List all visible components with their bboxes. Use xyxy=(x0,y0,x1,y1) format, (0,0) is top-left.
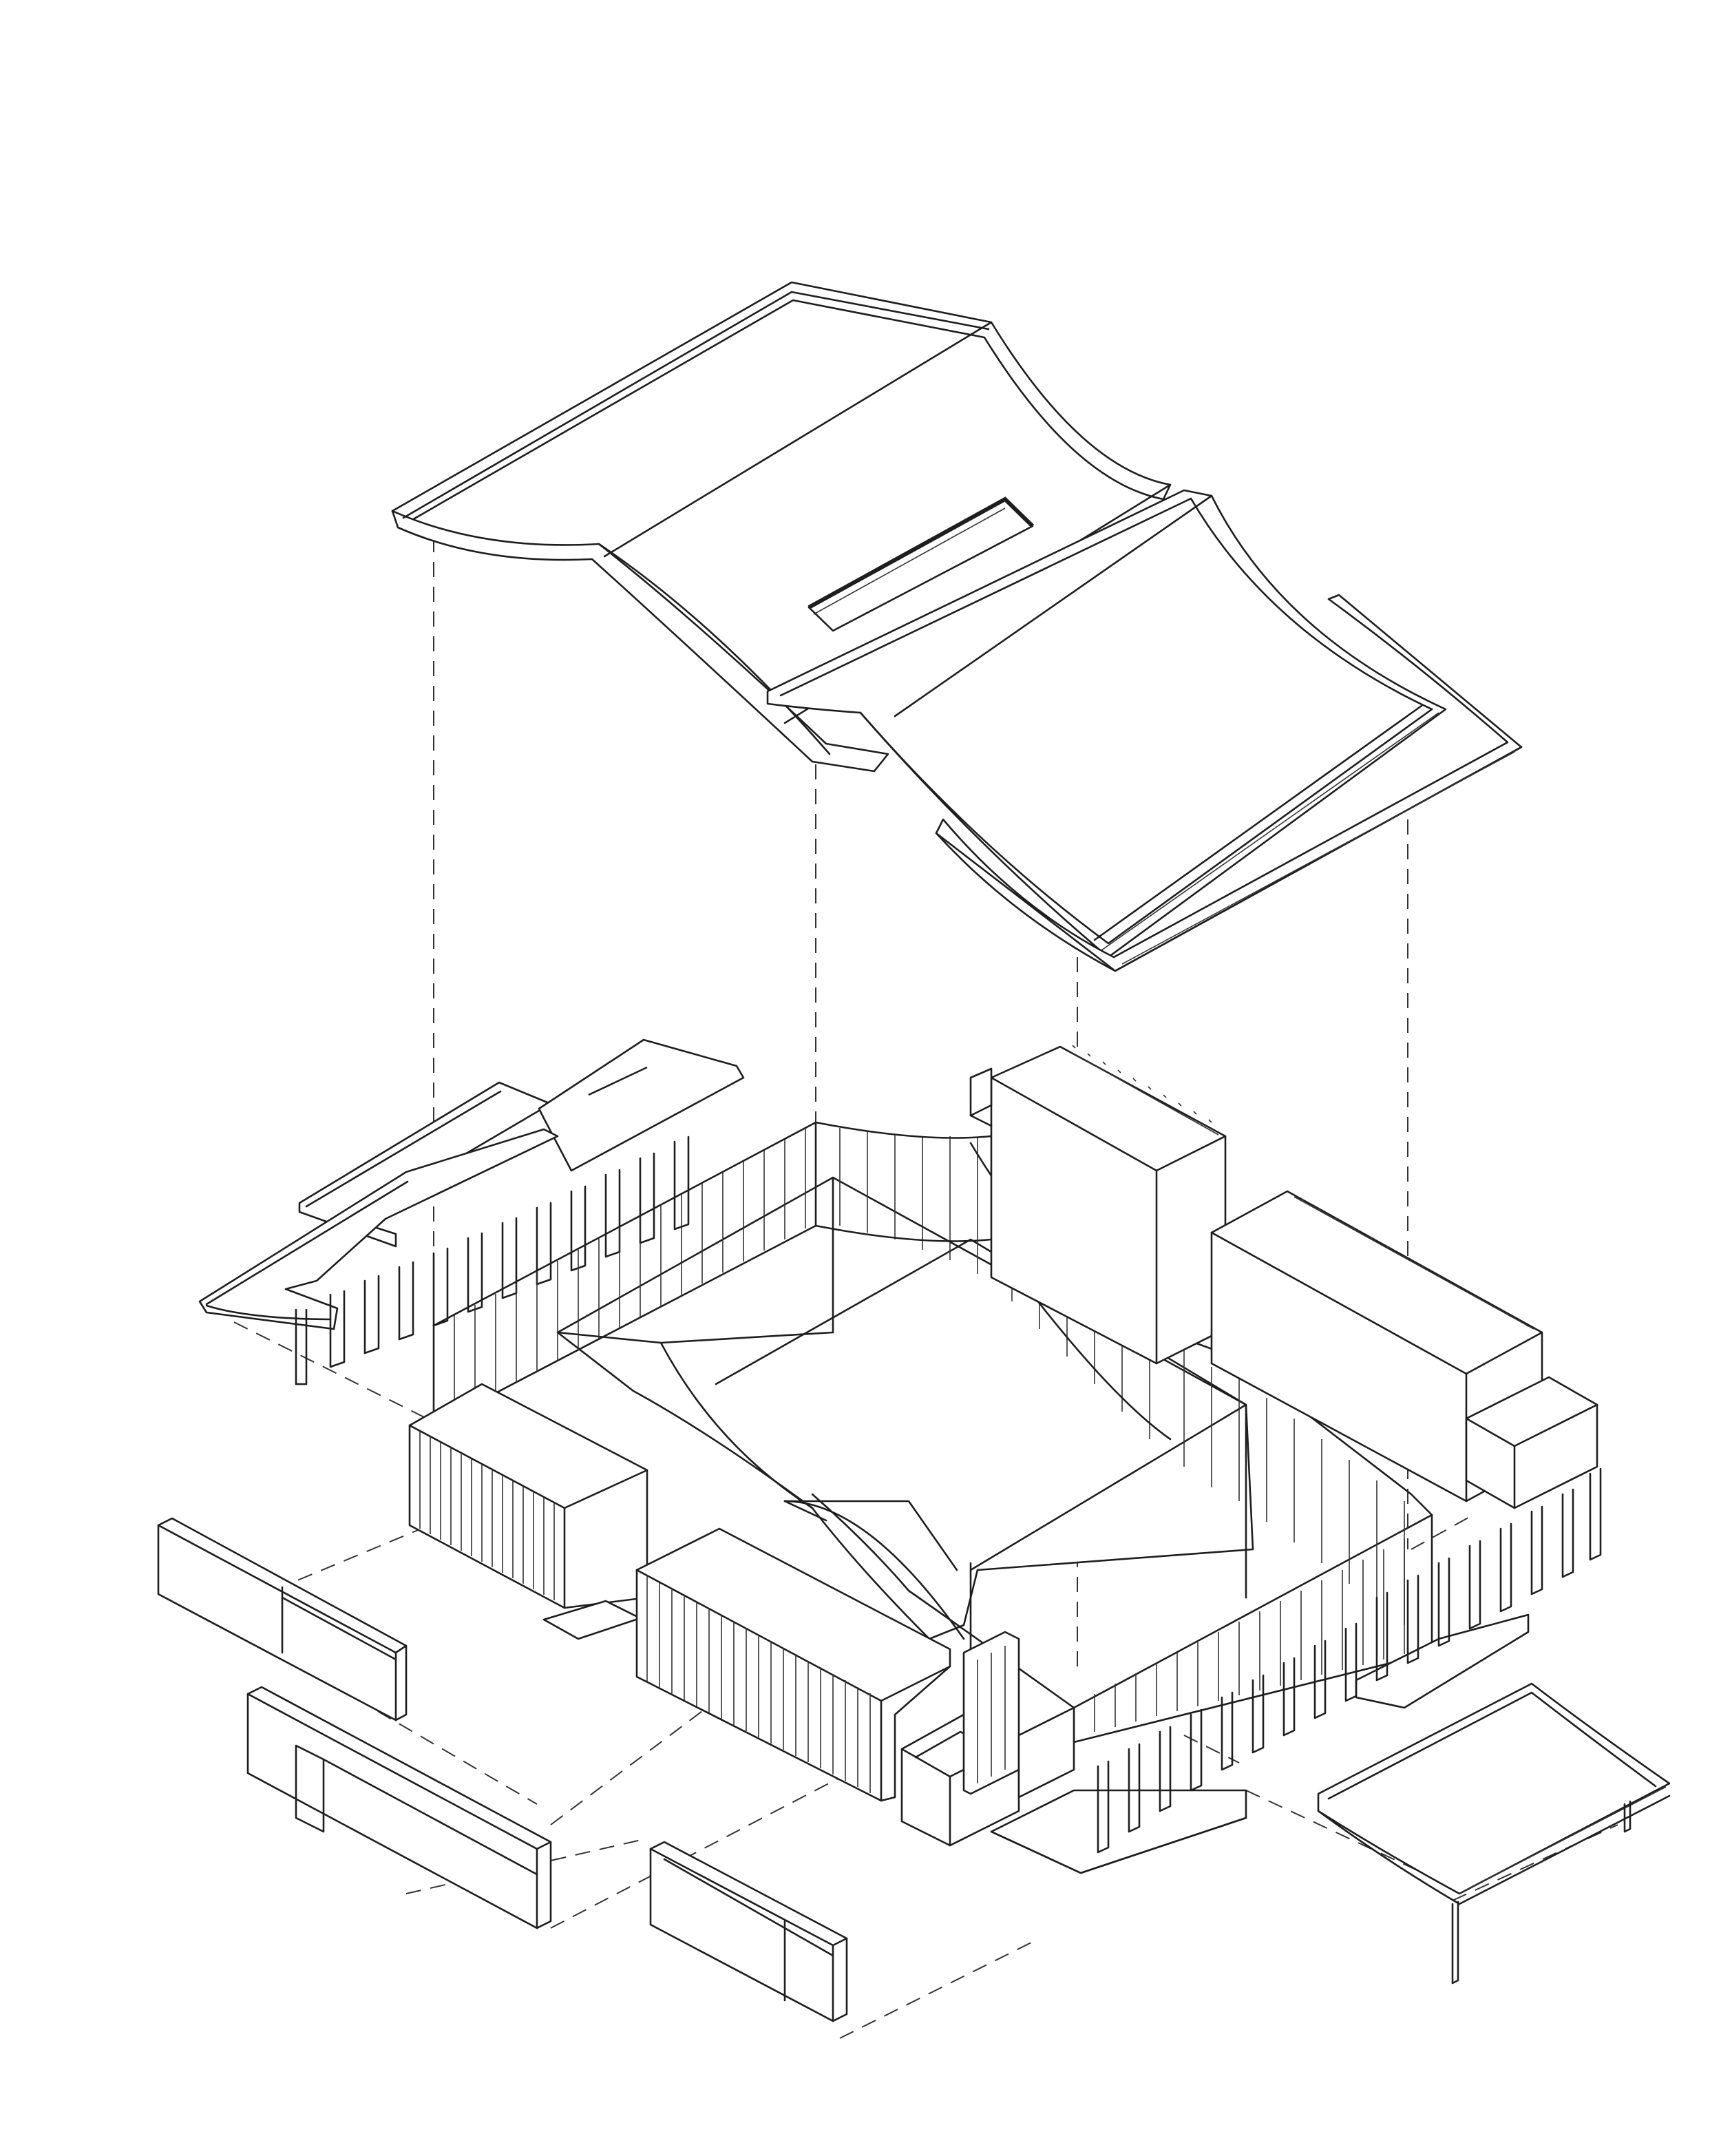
roof-skylight xyxy=(807,496,1035,632)
front-right-step-block xyxy=(900,1631,1075,1847)
lower-roof xyxy=(766,489,1523,972)
front-left-fins xyxy=(419,1431,555,1600)
wall-segment-south xyxy=(649,1841,848,2022)
fin-row-south xyxy=(1094,1539,1405,1732)
wall-segment-southwest xyxy=(246,1686,552,1929)
wall-segment-west xyxy=(157,1517,408,1721)
right-column-row xyxy=(1375,1467,1602,1682)
front-center-fins xyxy=(646,1576,871,1793)
front-left-block xyxy=(408,1383,648,1640)
east-service-block xyxy=(1210,1190,1598,1509)
canopy-roof xyxy=(1317,1682,1671,1985)
front-column-row xyxy=(1097,1622,1358,1854)
front-center-block xyxy=(635,1527,951,1802)
rear-corridor-roof xyxy=(198,1038,745,1330)
